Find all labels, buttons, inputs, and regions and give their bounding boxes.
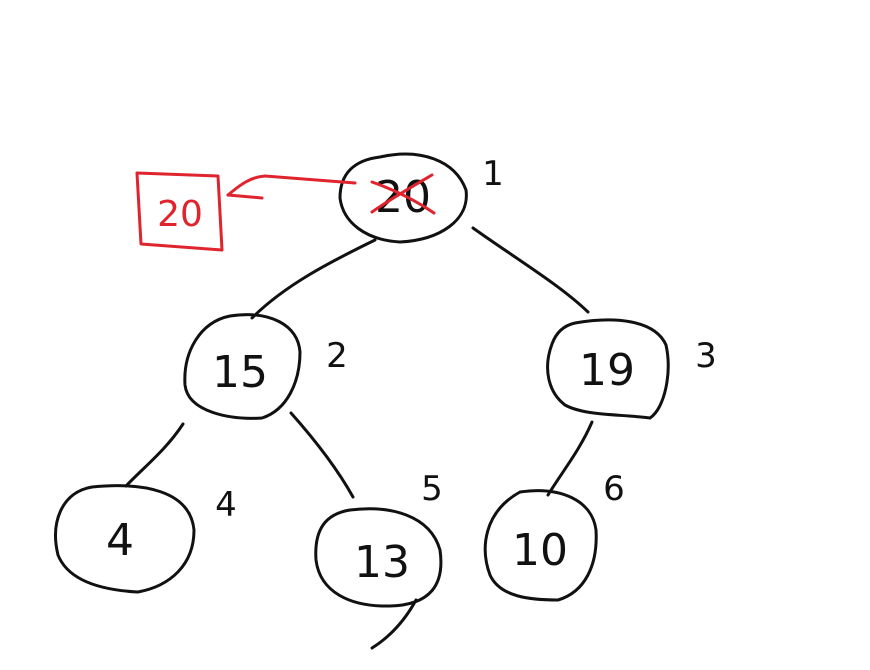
index-label-n6: 6 xyxy=(603,469,625,509)
edge-n2-n5 xyxy=(289,411,355,499)
tree-node-shapes xyxy=(54,152,670,608)
edge-n1-n3 xyxy=(471,226,590,314)
tree-edges xyxy=(124,226,594,650)
index-label-n1: 1 xyxy=(482,154,504,194)
tree-node-values: 20 15 19 4 13 10 xyxy=(106,172,635,588)
index-label-n3: 3 xyxy=(695,336,717,376)
edge-n5-tail xyxy=(370,598,418,650)
node-circle-n3 xyxy=(546,318,670,420)
index-label-n4: 4 xyxy=(215,485,237,525)
node-circle-n6 xyxy=(483,489,598,602)
index-labels: 1 2 3 4 5 6 xyxy=(215,154,717,525)
left-arrow-icon xyxy=(226,174,357,200)
node-circle-n2 xyxy=(183,313,302,420)
node-value-n5: 13 xyxy=(354,537,410,588)
node-circle-n1 xyxy=(338,152,468,244)
index-label-n5: 5 xyxy=(421,469,443,509)
edge-n2-n4 xyxy=(124,422,185,488)
node-value-n2: 15 xyxy=(212,347,268,398)
extracted-value-box: 20 xyxy=(135,171,224,252)
node-value-n4: 4 xyxy=(106,515,134,566)
node-value-n6: 10 xyxy=(512,525,568,576)
node-circle-n4 xyxy=(54,484,196,594)
node-circle-n5 xyxy=(314,507,443,608)
edge-n1-n2 xyxy=(250,238,377,320)
index-label-n2: 2 xyxy=(326,336,348,376)
extracted-value-text: 20 xyxy=(157,194,203,235)
extracted-box-border xyxy=(135,171,224,252)
cross-out-mark xyxy=(370,173,436,215)
node-value-n3: 19 xyxy=(579,345,635,396)
edge-n3-n6 xyxy=(546,420,594,497)
